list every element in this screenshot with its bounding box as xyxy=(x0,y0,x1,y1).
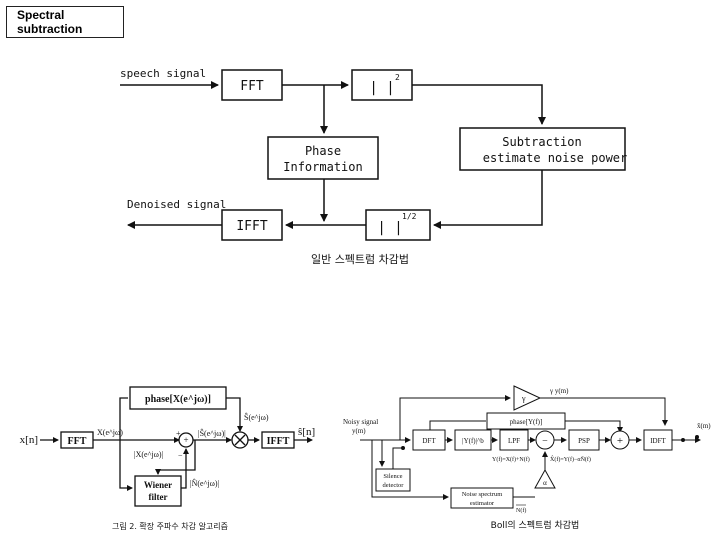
top-caption: 일반 스펙트럼 차감법 xyxy=(311,252,409,266)
fft-block xyxy=(221,69,283,101)
left-fft-label: FFT xyxy=(68,436,87,447)
arrow-mag-to-wiener xyxy=(155,440,196,475)
x-hat-out-label: x̂(m) xyxy=(697,422,711,430)
arrow-subtraction-to-sqrt xyxy=(433,170,543,229)
silence-control-line xyxy=(392,447,403,469)
noise-line-1: Noise spectrum xyxy=(462,491,503,498)
speech-signal-label: speech signal xyxy=(120,67,206,80)
dft-label: DFT xyxy=(422,437,436,445)
phase-line-1: Phase xyxy=(305,144,341,158)
arrow-gamma-to-output xyxy=(540,397,668,426)
x-spectrum-label: X(e^jω) xyxy=(97,428,123,437)
s-hat-label: Ŝ(e^jω) xyxy=(244,412,269,422)
left-caption: 그림 2. 확장 주파수 차감 알고리즘 xyxy=(112,521,228,531)
plus-symbol: + xyxy=(617,435,623,447)
lpf-out-label: Y(f)=X(f)+N(f) xyxy=(492,456,530,463)
output-dot-b xyxy=(695,435,699,439)
wiener-line-2: filter xyxy=(149,492,168,502)
top-diagram xyxy=(120,69,626,241)
alpha-label: α xyxy=(543,479,547,487)
page-title: Spectral subtraction xyxy=(6,6,124,38)
noisy-line-1: Noisy signal xyxy=(343,418,378,426)
magnitude-squared-base: | | xyxy=(369,80,394,96)
denoised-signal-label: Denoised signal xyxy=(127,198,226,211)
branch-to-phase xyxy=(119,397,128,440)
minus-symbol: − xyxy=(542,436,548,447)
sqrt-exp: 1/2 xyxy=(402,212,417,221)
subtraction-block xyxy=(459,127,626,171)
arrow-mag-to-subtraction xyxy=(412,84,546,125)
phase-information-block xyxy=(267,136,379,180)
subtraction-line-1: Subtraction xyxy=(502,135,581,149)
noise-line-2: estimator xyxy=(470,500,495,507)
mult-cross-b xyxy=(234,434,246,446)
arrow-phase-to-mult xyxy=(226,397,243,432)
gamma-block xyxy=(513,385,542,411)
silence-line-1: Silence xyxy=(383,473,402,480)
subtraction-line-2: estimate noise power xyxy=(483,151,628,165)
left-ifft-label: IFFT xyxy=(267,436,290,447)
psp-label: PSP xyxy=(578,437,590,445)
right-diagram xyxy=(360,385,701,509)
lpf-label: LPF xyxy=(508,437,520,445)
switch-dot xyxy=(401,446,405,450)
power-label: |Y(f)|^b xyxy=(462,437,484,445)
ifft-label: IFFT xyxy=(236,219,267,234)
output-dot-a xyxy=(681,438,685,442)
gamma-label: γ xyxy=(521,394,526,403)
wiener-block xyxy=(134,475,182,507)
sum-symbol: + xyxy=(183,435,188,445)
magnitude-squared-exp: 2 xyxy=(395,73,400,82)
top-diagram-labels: speech signal FFT | | 2 Phase Informatio… xyxy=(120,67,627,266)
noise-mag-label: |N̂(e^jω)| xyxy=(190,477,219,488)
branch-to-phase xyxy=(429,420,486,430)
right-caption: Boll의 스펙트럼 차감법 xyxy=(491,519,580,531)
minus-sign: − xyxy=(178,451,183,460)
n-bar-label: N(f) xyxy=(516,507,526,514)
arrow-phase-to-sum xyxy=(565,420,623,433)
left-diagram xyxy=(40,386,313,507)
alpha-block xyxy=(534,468,556,489)
left-output-label: ŝ[n] xyxy=(298,426,315,438)
silence-line-2: detector xyxy=(383,482,405,489)
left-phase-label: phase[X(e^jω)] xyxy=(145,394,211,405)
right-diagram-labels: Noisy signal y(m) γ γ y(m) phase[Y(f)] D… xyxy=(343,387,711,531)
left-input-label: x[n] xyxy=(20,434,38,446)
arrow-wiener-to-sum xyxy=(181,448,189,489)
wiener-line-1: Wiener xyxy=(144,480,172,490)
noisy-line-2: y(m) xyxy=(352,427,366,435)
fft-label: FFT xyxy=(240,79,264,94)
x-hat-eq-label: X̂(f)=Y(f)−αN̄(f) xyxy=(550,456,591,463)
magnitude-squared-block xyxy=(351,69,413,101)
right-phase-label: phase[Y(f)] xyxy=(510,418,543,426)
branch-to-wiener xyxy=(119,440,133,491)
s-mag-label: |Ŝ(e^jω)| xyxy=(198,428,226,438)
phase-line-2: Information xyxy=(283,160,362,174)
sqrt-base: | | xyxy=(377,220,402,236)
noise-estimator-block xyxy=(450,487,514,509)
plus-sign: + xyxy=(176,429,181,438)
arrow-to-noise-estimator xyxy=(371,440,449,500)
gamma-out-label: γ y(m) xyxy=(549,387,569,395)
branch-to-gamma xyxy=(399,395,511,440)
magnitude-label: |X(e^jω)| xyxy=(134,450,163,459)
idft-label: IDFT xyxy=(650,437,666,445)
left-diagram-labels: x[n] FFT X(e^jω) phase[X(e^jω)] |X(e^jω)… xyxy=(20,394,315,531)
